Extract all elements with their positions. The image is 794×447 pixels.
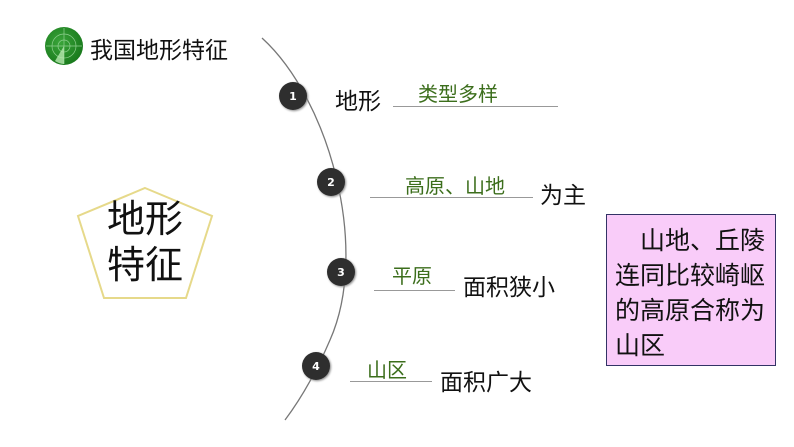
item-suffix: 面积广大 [440,370,532,396]
answer-underline [374,290,455,291]
slide-title: 我国地形特征 [90,38,228,64]
answer-underline [370,197,533,198]
answer-underline [393,106,558,107]
step-marker-3: 3 [327,258,355,286]
item-answer: 平原 [392,264,432,288]
item-suffix: 面积狭小 [463,275,555,301]
radar-globe-icon [45,27,83,65]
step-marker-1: 1 [279,82,307,110]
item-answer: 高原、山地 [405,174,505,198]
answer-underline [350,381,432,382]
note-box: 山地、丘陵连同比较崎岖的高原合称为山区 [606,214,776,366]
item-answer: 类型多样 [418,82,498,106]
item-answer: 山区 [367,358,407,382]
item-prefix: 地形 [335,89,381,115]
pentagon-shape [76,186,214,299]
step-marker-2: 2 [317,168,345,196]
item-suffix: 为主 [540,183,586,209]
center-label: 地形特征 [106,197,183,287]
step-marker-4: 4 [302,352,330,380]
